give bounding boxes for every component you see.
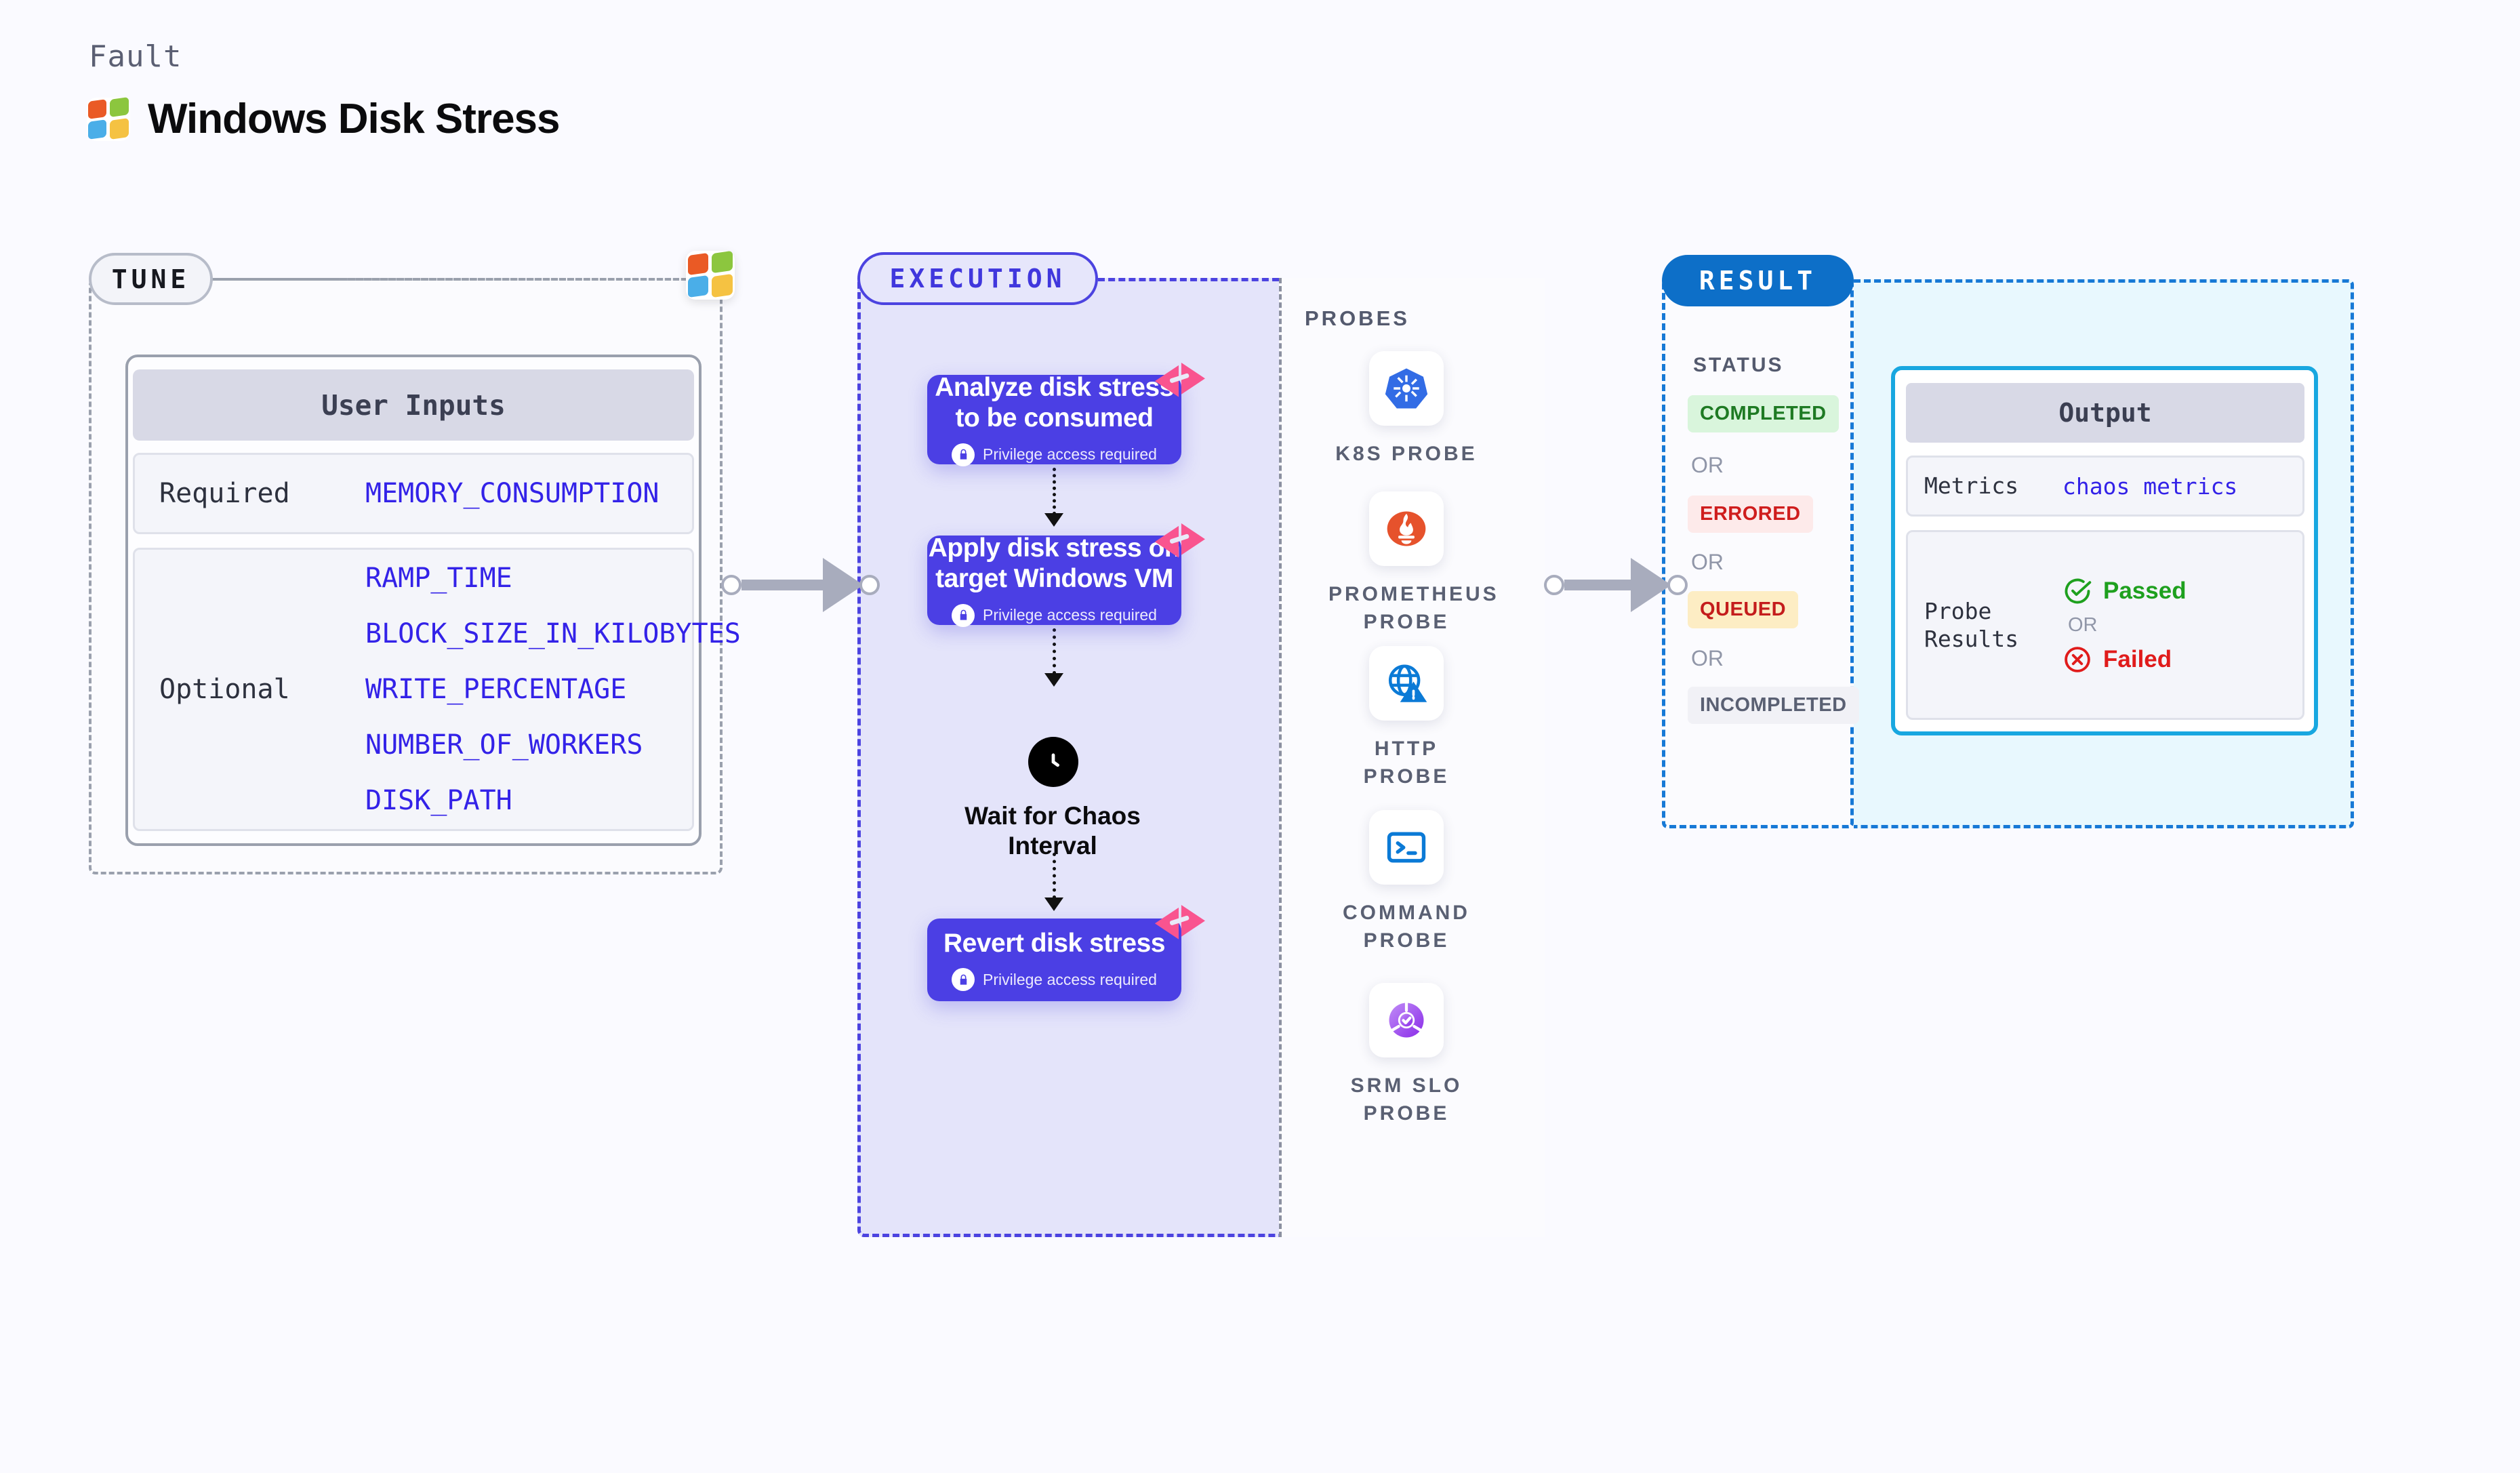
optional-values: RAMP_TIME BLOCK_SIZE_IN_KILOBYTES WRITE_…	[365, 563, 741, 816]
status-badge: COMPLETED	[1688, 395, 1839, 432]
execution-pill: EXECUTION	[857, 252, 1098, 305]
flow-arrowhead	[1044, 513, 1063, 527]
connector-arrowhead	[1631, 558, 1671, 612]
probe-results-label: Probe Results	[1924, 597, 2019, 652]
user-inputs-title: User Inputs	[133, 369, 694, 441]
input-param[interactable]: BLOCK_SIZE_IN_KILOBYTES	[365, 618, 741, 649]
failed-label: Failed	[2103, 645, 2172, 672]
privilege-note: Privilege access required	[952, 603, 1157, 627]
status-badge: ERRORED	[1688, 496, 1813, 533]
lock-icon	[952, 968, 975, 992]
prometheus-icon	[1369, 491, 1444, 566]
probes-column	[1279, 278, 1545, 1237]
probe-result-failed: Failed	[2062, 645, 2187, 674]
terminal-icon	[1369, 810, 1444, 885]
connector-dot	[721, 575, 741, 595]
probe-item[interactable]: SRM SLO PROBE	[1328, 983, 1484, 1127]
optional-label: Optional	[159, 674, 290, 705]
connector-arrowhead	[823, 558, 863, 612]
connector-dot	[1667, 575, 1688, 595]
execution-step-title: Analyze disk stress to be consumed	[935, 373, 1174, 432]
lock-icon	[952, 603, 975, 627]
probe-item[interactable]: K8S PROBE	[1328, 351, 1484, 468]
connector-bar	[1564, 580, 1632, 590]
execution-step[interactable]: Apply disk stress on target Windows VM P…	[927, 533, 1181, 627]
harness-logo-icon	[1152, 361, 1205, 403]
metrics-row: Metrics chaos metrics	[1906, 456, 2304, 517]
check-circle-icon	[2065, 578, 2092, 603]
probe-results-values: Passed OR Failed	[2062, 576, 2187, 674]
metrics-label: Metrics	[1924, 472, 2019, 500]
execution-step[interactable]: Revert disk stress Privilege access requ…	[927, 919, 1181, 1001]
or-label: OR	[2068, 613, 2098, 636]
input-param[interactable]: MEMORY_CONSUMPTION	[365, 478, 659, 509]
metrics-value[interactable]: chaos metrics	[2062, 472, 2238, 500]
flow-connector	[1053, 468, 1056, 515]
status-badge: QUEUED	[1688, 591, 1799, 628]
status-badge: INCOMPLETED	[1688, 687, 1859, 724]
probe-label: HTTP PROBE	[1363, 738, 1450, 788]
connector-dot	[859, 575, 880, 595]
input-param[interactable]: NUMBER_OF_WORKERS	[365, 729, 643, 761]
flow-connector	[1053, 628, 1056, 674]
privilege-note-text: Privilege access required	[983, 606, 1157, 624]
harness-logo-icon	[1152, 904, 1205, 946]
probe-item[interactable]: HTTP PROBE	[1328, 646, 1484, 790]
or-label: OR	[1691, 550, 1724, 574]
flow-arrowhead	[1044, 673, 1063, 687]
probe-label: COMMAND PROBE	[1343, 902, 1470, 952]
kubernetes-icon	[1369, 351, 1444, 426]
probes-title: PROBES	[1305, 306, 1410, 330]
probe-results-row: Probe Results Passed OR Failed	[1906, 530, 2304, 720]
result-pill: RESULT	[1662, 255, 1854, 306]
required-values: MEMORY_CONSUMPTION	[365, 478, 659, 509]
wait-label: Wait for Chaos Interval	[964, 802, 1141, 860]
input-param[interactable]: WRITE_PERCENTAGE	[365, 674, 627, 705]
flow-arrowhead	[1044, 897, 1063, 911]
page-title: Windows Disk Stress	[148, 96, 561, 142]
passed-label: Passed	[2103, 577, 2187, 604]
optional-inputs-section: Optional RAMP_TIME BLOCK_SIZE_IN_KILOBYT…	[133, 548, 741, 831]
execution-step-title: Apply disk stress on target Windows VM	[928, 533, 1181, 593]
input-param[interactable]: RAMP_TIME	[365, 563, 512, 594]
privilege-note: Privilege access required	[952, 968, 1157, 992]
required-inputs-section: Required MEMORY_CONSUMPTION	[133, 453, 694, 534]
clock-icon	[1028, 737, 1078, 787]
probe-item[interactable]: PROMETHEUS PROBE	[1328, 491, 1499, 636]
windows-logo-badge-icon	[686, 250, 735, 300]
tune-pill: TUNE	[89, 253, 213, 305]
windows-logo-icon	[87, 96, 130, 141]
kicker-label: Fault	[89, 39, 182, 74]
required-label: Required	[159, 478, 290, 509]
privilege-note-text: Privilege access required	[983, 970, 1157, 988]
page-title-row: Windows Disk Stress	[87, 95, 561, 143]
lock-icon	[952, 443, 975, 466]
result-status-panel	[1662, 279, 1854, 828]
privilege-note-text: Privilege access required	[983, 445, 1157, 464]
flow-connector	[1053, 853, 1056, 899]
connector-bar	[741, 580, 824, 590]
srm-slo-icon	[1369, 983, 1444, 1057]
privilege-note: Privilege access required	[952, 443, 1157, 466]
http-globe-icon	[1369, 646, 1444, 721]
input-param[interactable]: DISK_PATH	[365, 785, 512, 816]
harness-logo-icon	[1152, 522, 1205, 564]
or-label: OR	[1691, 453, 1724, 477]
probe-label: PROMETHEUS PROBE	[1328, 583, 1499, 633]
execution-step-title: Revert disk stress	[943, 928, 1166, 958]
tune-pill-connector	[213, 278, 687, 281]
probe-item[interactable]: COMMAND PROBE	[1328, 810, 1484, 954]
status-title: STATUS	[1693, 354, 1784, 376]
probe-label: SRM SLO PROBE	[1350, 1074, 1463, 1125]
connector-dot	[1544, 575, 1564, 595]
probe-label: K8S PROBE	[1335, 443, 1478, 465]
connector-tune-to-execution	[721, 558, 880, 612]
x-circle-icon	[2065, 646, 2090, 672]
connector-execution-to-result	[1544, 558, 1688, 612]
or-label: OR	[1691, 646, 1724, 670]
execution-step[interactable]: Analyze disk stress to be consumed Privi…	[927, 373, 1181, 466]
output-title: Output	[1906, 383, 2304, 443]
probe-result-passed: Passed	[2062, 576, 2187, 606]
